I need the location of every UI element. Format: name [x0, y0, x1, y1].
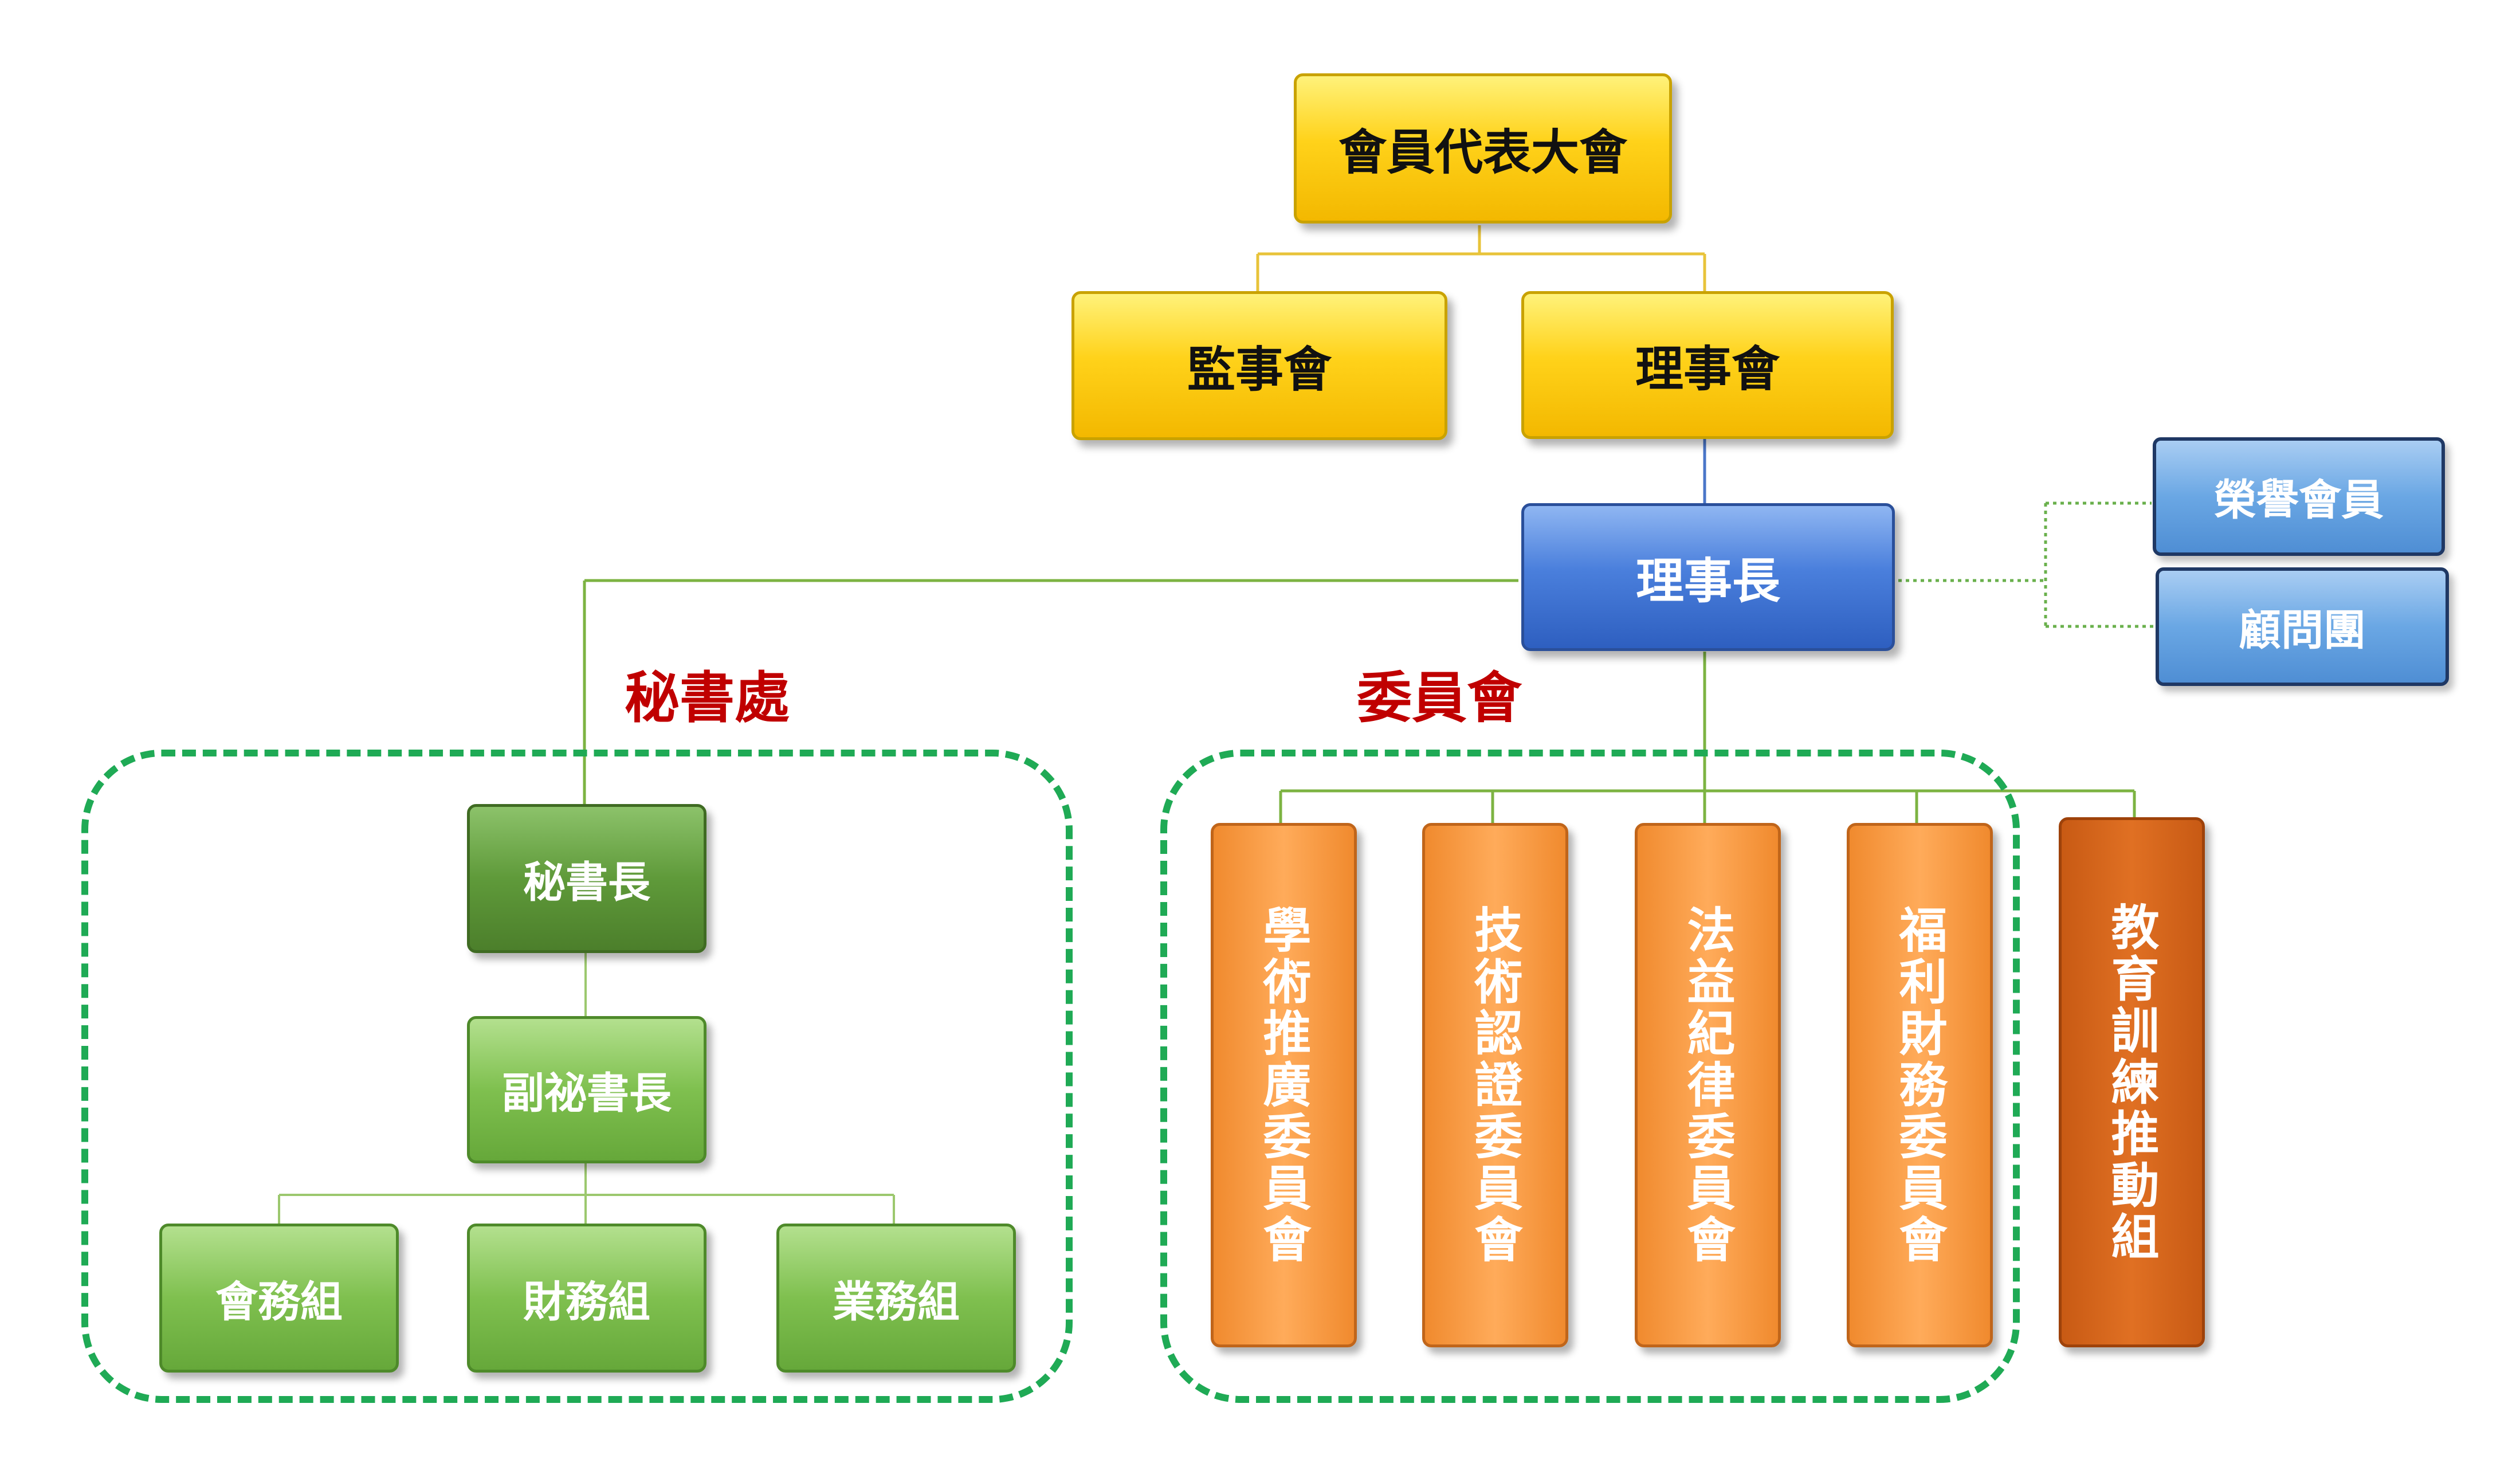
advisory-panel-box[interactable]: 顧問團	[2156, 567, 2449, 686]
secretary-general-box[interactable]: 秘書長	[467, 804, 706, 953]
training-group-box[interactable]: 教育訓練推動組	[2059, 817, 2205, 1347]
supervisors-box[interactable]: 監事會	[1071, 291, 1447, 440]
assembly-box[interactable]: 會員代表大會	[1294, 73, 1672, 224]
committee-label: 委員會	[1357, 666, 1522, 730]
unit-finance-box[interactable]: 財務組	[467, 1224, 706, 1373]
committee-certification-box[interactable]: 技術認證委員會	[1422, 823, 1568, 1347]
committee-welfare-label: 福利財務委員會	[1891, 904, 1948, 1266]
directors-box[interactable]: 理事會	[1521, 291, 1894, 439]
chairman-box[interactable]: 理事長	[1521, 503, 1895, 651]
committee-welfare-box[interactable]: 福利財務委員會	[1847, 823, 1993, 1347]
assembly-connectors	[1256, 225, 1706, 291]
committee-academic-box[interactable]: 學術推廣委員會	[1211, 823, 1357, 1347]
unit-affairs-box[interactable]: 會務組	[159, 1224, 399, 1373]
unit-business-box[interactable]: 業務組	[776, 1224, 1016, 1373]
secretariat-connectors	[278, 953, 895, 1224]
training-group-label: 教育訓練推動組	[2103, 901, 2160, 1263]
secretariat-group-boundary	[81, 750, 1073, 1403]
committee-certification-label: 技術認證委員會	[1467, 904, 1523, 1266]
committee-legal-box[interactable]: 法益紀律委員會	[1635, 823, 1781, 1347]
deputy-secretary-general-box[interactable]: 副祕書長	[467, 1016, 706, 1163]
advisory-connectors	[1891, 501, 2154, 628]
committee-group-boundary	[1160, 750, 2020, 1403]
honorary-members-box[interactable]: 榮譽會員	[2153, 437, 2445, 556]
committee-academic-label: 學術推廣委員會	[1255, 904, 1312, 1266]
secretariat-label: 秘書處	[625, 666, 790, 730]
committee-legal-label: 法益紀律委員會	[1679, 904, 1736, 1266]
